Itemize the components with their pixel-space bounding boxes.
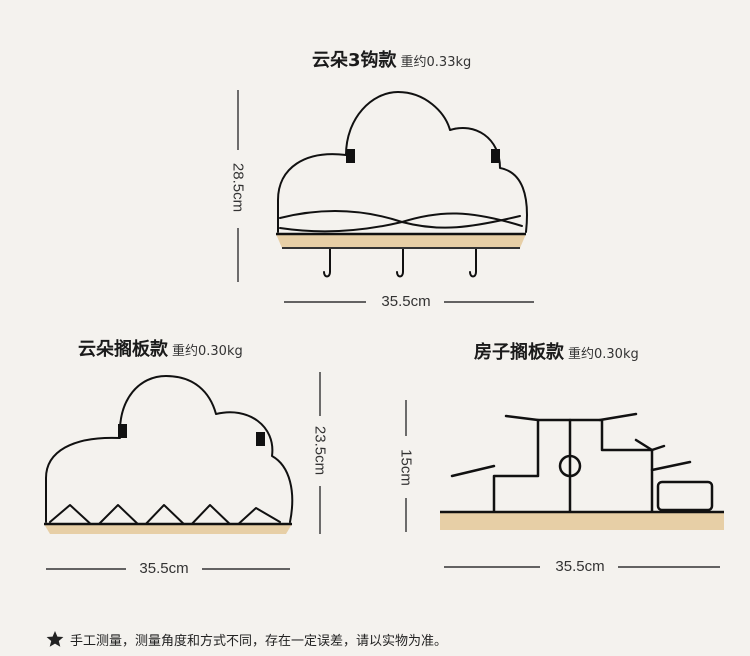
height-label-cloud-hooks: 28.5cm (229, 162, 247, 213)
product-name: 云朵搁板款 (78, 339, 168, 360)
width-label-cloud-hooks: 35.5cm (381, 293, 431, 310)
product-weight: 重约0.33kg (400, 55, 472, 70)
cloud-hook-shelf-illustration (277, 91, 528, 278)
height-label-house-shelf: 15cm (397, 449, 415, 486)
height-label-cloud-shelf: 23.5cm (311, 425, 329, 476)
house-shelf-illustration (450, 412, 714, 514)
width-label-cloud-shelf: 35.5cm (139, 560, 189, 577)
cloud-hook-shelf-mount-tabs (346, 149, 500, 163)
measurement-disclaimer: 手工测量，测量角度和方式不同，存在一定误差，请以实物为准。 (70, 634, 448, 649)
cloud-shelf-illustration (45, 375, 294, 529)
cloud-hook-shelf-wood-board (276, 232, 526, 249)
product-title-house-shelf: 房子搁板款重约0.30kg (474, 338, 639, 364)
product-weight: 重约0.30kg (568, 347, 639, 362)
star-icon (46, 631, 64, 647)
dimension-lines (46, 90, 720, 570)
cloud-shelf-wood-board (44, 522, 292, 534)
product-name: 房子搁板款 (474, 342, 564, 363)
width-label-house-shelf: 35.5cm (555, 558, 605, 575)
house-shelf-wood-board (440, 510, 724, 530)
product-title-cloud-shelf: 云朵搁板款重约0.30kg (78, 335, 243, 361)
product-name: 云朵3钩款 (312, 50, 397, 71)
product-title-cloud-hooks: 云朵3钩款重约0.33kg (312, 46, 471, 72)
product-weight: 重约0.30kg (172, 344, 243, 359)
cloud-shelf-mount-tabs (118, 424, 265, 446)
